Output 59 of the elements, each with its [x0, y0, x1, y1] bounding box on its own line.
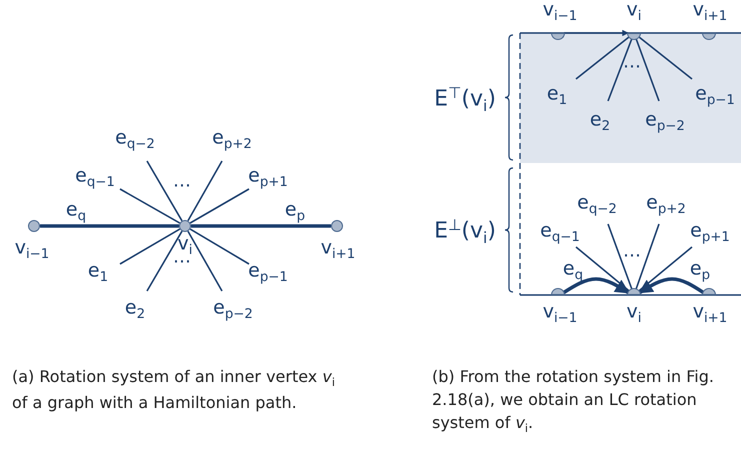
edge-label: e$_{p+1}$	[690, 222, 730, 244]
vertex-label: v$_{i+1}$	[320, 238, 356, 262]
edge-label: e$_{p−2}$	[645, 110, 685, 134]
edge-line	[607, 224, 633, 290]
edge-line	[576, 36, 630, 80]
edge-label: e$_{1}$	[88, 262, 108, 284]
edge-line	[190, 188, 250, 224]
edge-label: e$_{p+1}$	[248, 166, 288, 190]
edge-line	[187, 160, 223, 222]
edge-line	[190, 228, 250, 265]
edge-line	[635, 38, 660, 102]
edge-label: e$_{p}$	[284, 200, 306, 224]
caption: (b) From the rotation system in Fig. 2.18(a), we obtain an LC rotation system of v$_{i}$.	[432, 366, 715, 438]
vertex-dot	[331, 220, 343, 232]
edge-label: e$_{p−1}$	[695, 84, 735, 108]
edge-label: e$_{q}$	[66, 200, 86, 224]
edge-line	[40, 224, 179, 228]
vertex-label: v$_{i}$	[626, 302, 642, 326]
vertex-dot	[179, 220, 191, 232]
edge-line	[146, 160, 183, 222]
edge-line	[638, 277, 704, 294]
ellipsis: ⋯	[623, 58, 641, 76]
edge-line	[120, 228, 180, 265]
edge-line	[638, 36, 692, 80]
edge-line	[120, 188, 180, 224]
edge-label: e$_{2}$	[590, 110, 610, 134]
set-label: E$^{⊥}$(v$_{i}$)	[434, 218, 496, 246]
edge-label: e$_{q−2}$	[577, 194, 617, 216]
edge-label: e$_{p−1}$	[248, 262, 288, 284]
edge-line	[564, 30, 629, 36]
edge-line	[638, 246, 693, 292]
ellipsis: ⋯	[173, 177, 191, 195]
edge-label: e$_{q−1}$	[540, 222, 580, 244]
vertex-label: v$_{i+1}$	[692, 302, 728, 326]
edge-label: e$_{q−2}$	[115, 128, 155, 152]
vertex-label: v$_{i−1}$	[542, 302, 578, 326]
edge-label: e$_{p+2}$	[646, 194, 686, 216]
vertex-label: v$_{i−1}$	[14, 238, 50, 262]
edge-label: e$_{q−1}$	[75, 166, 115, 190]
ellipsis: ⋯	[623, 247, 641, 265]
edge-label: e$_{p−2}$	[213, 298, 253, 322]
edge-line	[575, 246, 630, 292]
set-label: E$^{⊤}$(v$_{i}$)	[434, 86, 496, 114]
vertex-label: v$_{i}$	[626, 0, 642, 24]
vertex-label: v$_{i−1}$	[542, 0, 578, 24]
vertex-dot	[28, 220, 40, 232]
edge-label: e$_{p+2}$	[212, 128, 252, 152]
edge-label: e$_{2}$	[124, 298, 146, 322]
edge-label: e$_{q}$	[562, 260, 584, 282]
edge-line	[635, 224, 660, 290]
vertex-label: v$_{i+1}$	[692, 0, 728, 24]
edge-label: e$_{1}$	[546, 84, 568, 108]
edge-label: e$_{p}$	[690, 260, 710, 282]
edge-line	[607, 38, 633, 102]
edge-line	[187, 230, 223, 292]
edge-line	[146, 230, 183, 292]
edge-line	[562, 277, 630, 294]
caption: (a) Rotation system of an inner vertex v$_{i}$ of a graph with a Hamiltonian path.	[12, 366, 336, 414]
edge-line	[191, 224, 331, 228]
